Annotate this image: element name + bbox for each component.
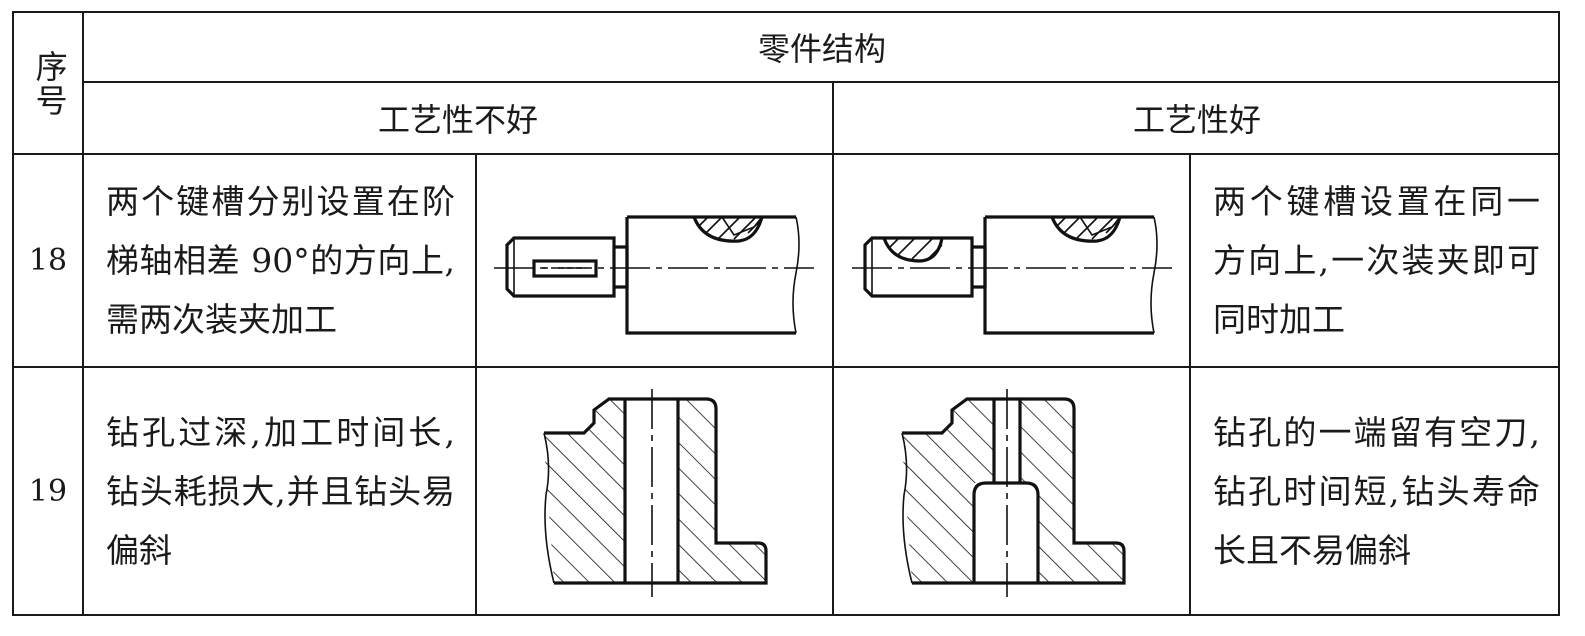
deep-hole-bad-drawing bbox=[543, 389, 768, 597]
grid-line bbox=[1189, 155, 1191, 614]
grid-line bbox=[475, 155, 477, 614]
grid-line bbox=[832, 83, 834, 614]
bad-description-text: 钻孔过深,加工时间长,钻头耗损大,并且钻头易偏斜 bbox=[106, 412, 455, 570]
bad-description: 钻孔过深,加工时间长,钻头耗损大,并且钻头易偏斜 bbox=[84, 368, 475, 614]
row-number: 18 bbox=[28, 243, 68, 278]
grid-line bbox=[14, 153, 1560, 155]
good-description-text: 钻孔的一端留有空刀,钻孔时间短,钻头寿命长且不易偏斜 bbox=[1213, 412, 1540, 570]
bad-description: 两个键槽分别设置在阶梯轴相差 90°的方向上,需两次装夹加工 bbox=[84, 155, 475, 366]
good-description-text: 两个键槽设置在同一方向上,一次装夹即可同时加工 bbox=[1213, 182, 1540, 339]
header-bad: 工艺性不好 bbox=[377, 101, 538, 139]
shaft-keyway-good-drawing bbox=[852, 215, 1172, 335]
header-seq: 序号 bbox=[30, 50, 69, 118]
relief-hole-good-drawing bbox=[901, 389, 1126, 597]
good-description: 钻孔的一端留有空刀,钻孔时间短,钻头寿命长且不易偏斜 bbox=[1191, 368, 1560, 614]
grid-line bbox=[82, 13, 84, 614]
shaft-keyway-bad-drawing bbox=[494, 215, 814, 335]
grid-line bbox=[84, 81, 1560, 83]
bad-description-text: 两个键槽分别设置在阶梯轴相差 90°的方向上,需两次装夹加工 bbox=[106, 182, 455, 339]
header-good: 工艺性好 bbox=[1132, 101, 1261, 139]
grid-line bbox=[14, 366, 1560, 368]
row-number: 19 bbox=[28, 473, 68, 509]
header-structure: 零件结构 bbox=[757, 30, 886, 68]
process-comparison-table: 序号 零件结构 工艺性不好 工艺性好 18 两个键槽分别设置在阶梯轴相差 90°… bbox=[12, 11, 1560, 616]
good-description: 两个键槽设置在同一方向上,一次装夹即可同时加工 bbox=[1191, 155, 1560, 366]
